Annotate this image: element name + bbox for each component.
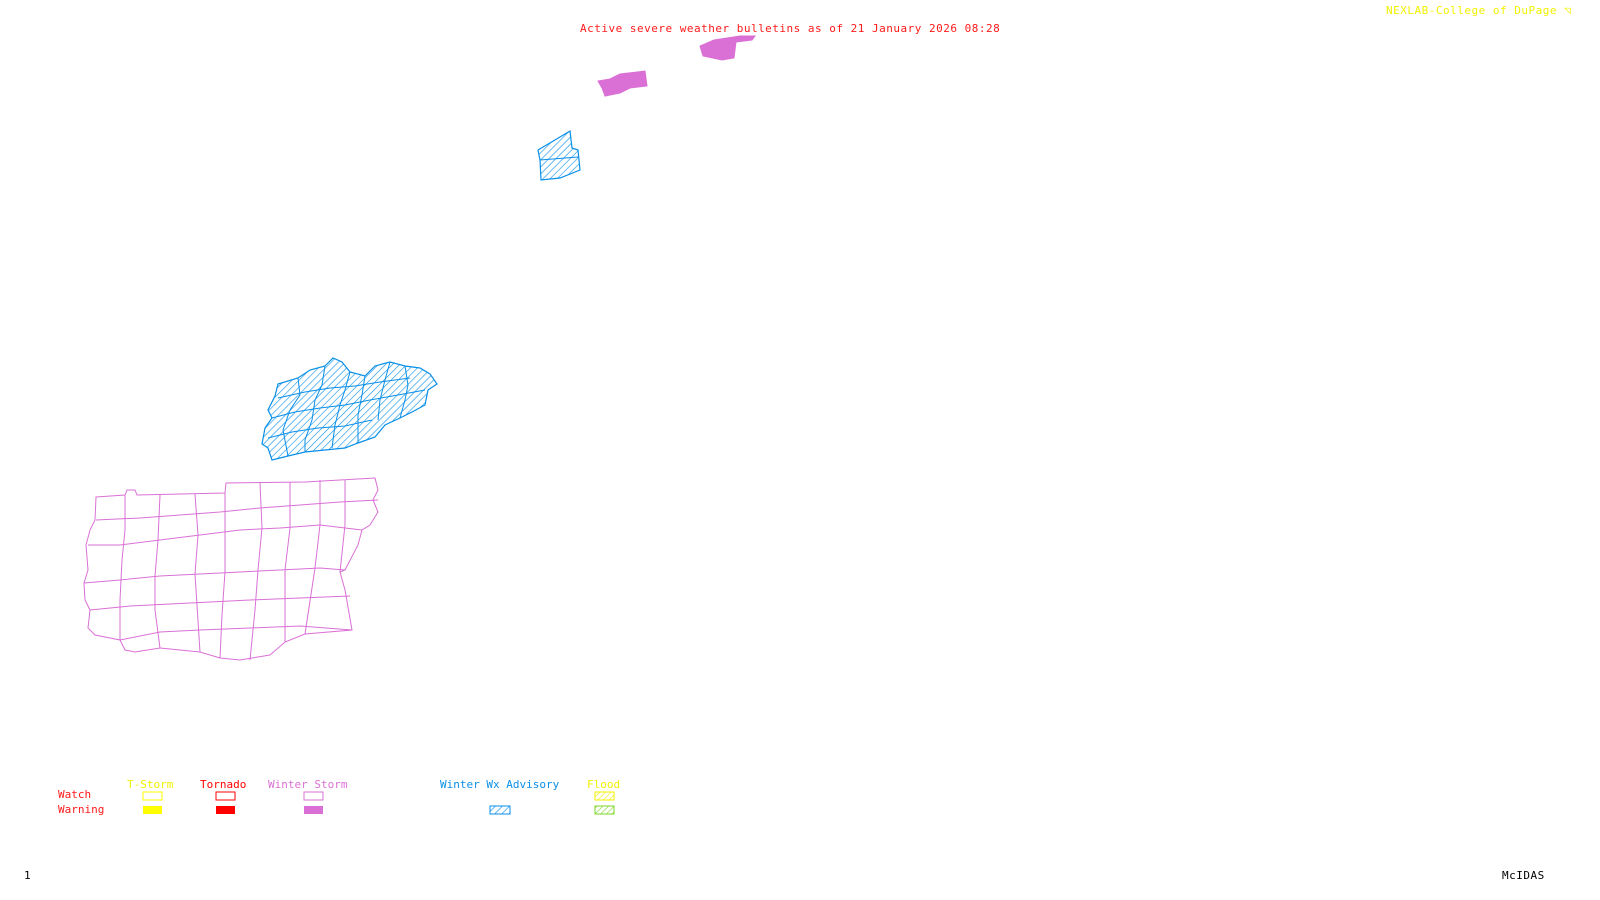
winter-storm-watch-area[interactable] <box>83 477 379 661</box>
legend-swatch-flood-warning <box>594 805 615 815</box>
legend-row-watch: Watch <box>58 788 91 801</box>
frame-number: 1 <box>24 869 32 882</box>
legend-label-tornado: Tornado <box>200 778 246 791</box>
corner-logo-icon: ◹ <box>1564 4 1572 17</box>
legend-swatch-tstorm-warning <box>143 806 162 814</box>
legend-label-tstorm: T-Storm <box>127 778 174 791</box>
credit-label: NEXLAB-College of DuPage ◹ <box>1386 5 1571 17</box>
winter-storm-warning-area-2[interactable] <box>597 70 648 97</box>
legend-swatch-tornado-warning <box>216 806 235 814</box>
winter-wx-advisory-area-1[interactable] <box>537 130 581 181</box>
legend-swatch-winter-wx-advisory-warning <box>489 805 511 815</box>
legend-swatch-tstorm-watch <box>142 791 163 801</box>
software-label: McIDAS <box>1502 869 1545 882</box>
winter-wx-advisory-area-2[interactable] <box>261 357 438 461</box>
legend-swatch-winter-storm-warning <box>304 806 323 814</box>
legend-label-flood: Flood <box>587 778 620 791</box>
legend-label-winter-wx-advisory: Winter Wx Advisory <box>440 778 560 791</box>
map-title: Active severe weather bulletins as of 21… <box>580 22 1001 35</box>
winter-storm-warning-area-1[interactable] <box>699 35 756 61</box>
legend-row-warning: Warning <box>58 803 104 816</box>
legend-swatch-winter-storm-watch <box>303 791 324 801</box>
legend-label-winter-storm: Winter Storm <box>268 778 348 791</box>
credit-text: NEXLAB-College of DuPage <box>1386 4 1557 17</box>
legend-swatch-tornado-watch <box>215 791 236 801</box>
legend-swatch-flood-watch <box>594 791 615 801</box>
